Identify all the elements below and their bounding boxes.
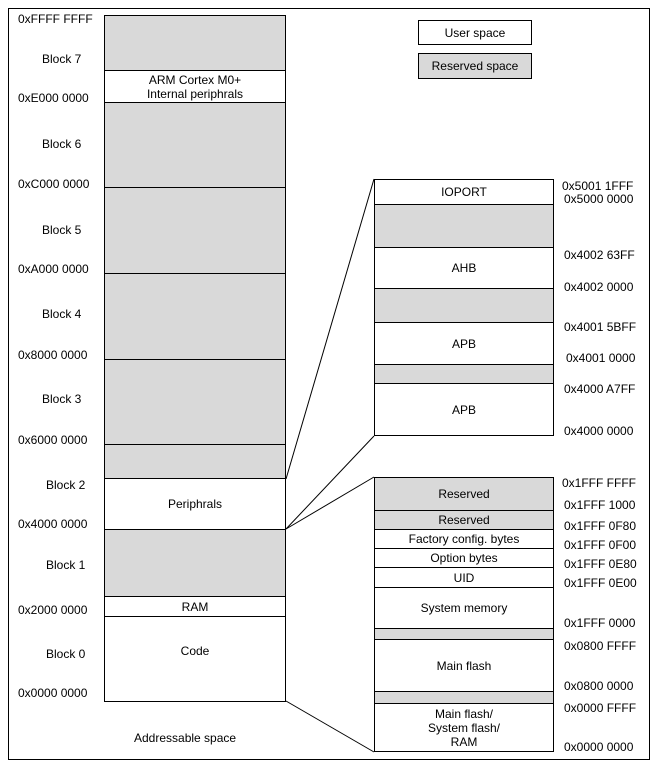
legend-user-space: User space [418, 20, 532, 45]
block-label: Block 0 [46, 647, 86, 661]
alias-line2: System flash/ [427, 720, 501, 735]
memory-address: 0x1FFF 0F80 [564, 519, 637, 533]
code-label: Code [180, 644, 210, 658]
block-label: Block 6 [42, 137, 82, 151]
main-address: 0x4000 0000 [18, 517, 88, 531]
main-address: 0xE000 0000 [18, 91, 89, 105]
peripheral-address: 0x4000 A7FF [564, 382, 636, 396]
memory-address: 0x1FFF 0000 [564, 616, 636, 630]
block-label: Block 7 [42, 52, 82, 66]
reserved-label: Reserved [438, 513, 490, 527]
option-bytes-label: Option bytes [430, 551, 498, 565]
peripheral-address: 0x4001 0000 [566, 351, 636, 365]
arm-line2: Internal periphrals [146, 86, 244, 101]
block-label: Block 5 [42, 223, 82, 237]
peripheral-address: 0x5001 1FFF [562, 179, 634, 193]
region-reserved: Reserved [374, 510, 554, 530]
block-label: Block 1 [46, 558, 86, 572]
connector-line [285, 476, 375, 530]
region-block2-reserved [104, 444, 286, 479]
main-address: 0x0000 0000 [18, 686, 88, 700]
region-ioport: IOPORT [374, 179, 554, 205]
uid-label: UID [453, 570, 475, 585]
main-address: 0x2000 0000 [18, 603, 88, 617]
alias-line3: RAM [450, 734, 478, 749]
region-peripheral-reserved [374, 204, 554, 248]
apb-label: APB [451, 336, 476, 351]
diagram-frame [8, 8, 650, 760]
memory-address: 0x0000 FFFF [564, 701, 637, 715]
memory-address: 0x0800 FFFF [564, 639, 637, 653]
main-address: 0xFFFF FFFF [18, 12, 93, 26]
region-main-flash-system-flash-ram: Main flash/ System flash/ RAM [374, 703, 554, 752]
main-address: 0xC000 0000 [18, 177, 90, 191]
region-block1-reserved [104, 529, 286, 597]
region-peripheral-reserved [374, 288, 554, 323]
peripheral-address: 0x4002 63FF [564, 248, 635, 262]
ram-label: RAM [181, 599, 209, 614]
region-block7-reserved [104, 15, 286, 71]
region-peripherals: Periphrals [104, 478, 286, 530]
main-flash-label: Main flash [436, 658, 492, 673]
factory-config-label: Factory config. bytes [408, 532, 520, 546]
connector-line [285, 700, 375, 753]
block-label: Block 4 [42, 307, 82, 321]
connector-line [285, 178, 375, 480]
connector-line [285, 435, 375, 530]
peripheral-address: 0x5000 0000 [564, 192, 634, 206]
main-address: 0x6000 0000 [18, 433, 88, 447]
region-block6 [104, 102, 286, 188]
arm-line1: ARM Cortex M0+ [148, 72, 242, 87]
memory-address: 0x1FFF 1000 [564, 498, 636, 512]
peripheral-address: 0x4002 0000 [564, 280, 634, 294]
memory-address: 0x0800 0000 [564, 679, 634, 693]
region-code: Code [104, 616, 286, 702]
addressable-space-caption: Addressable space [134, 731, 237, 745]
apb-label: APB [451, 402, 476, 417]
legend-reserved-space: Reserved space [418, 53, 532, 79]
region-apb: APB [374, 383, 554, 436]
memory-address: 0x1FFF FFFF [562, 476, 636, 490]
ioport-label: IOPORT [441, 185, 487, 199]
block-label: Block 2 [46, 478, 86, 492]
memory-address: 0x0000 0000 [564, 740, 634, 754]
region-option-bytes: Option bytes [374, 548, 554, 568]
block-label: Block 3 [42, 392, 82, 406]
region-main-flash: Main flash [374, 639, 554, 692]
alias-line1: Main flash/ [434, 706, 494, 721]
reserved-label: Reserved [438, 487, 490, 501]
peripherals-label: Periphrals [167, 497, 223, 511]
memory-address: 0x1FFF 0E80 [564, 557, 637, 571]
ahb-label: AHB [451, 261, 477, 275]
region-block3 [104, 359, 286, 445]
legend-user-space-label: User space [444, 25, 506, 40]
peripheral-address: 0x4001 5BFF [564, 320, 637, 334]
main-address: 0xA000 0000 [18, 262, 89, 276]
memory-address: 0x1FFF 0E00 [564, 576, 637, 590]
legend-reserved-space-label: Reserved space [431, 59, 519, 73]
memory-address: 0x1FFF 0F00 [564, 538, 637, 552]
peripheral-address: 0x4000 0000 [564, 424, 634, 438]
main-address: 0x8000 0000 [18, 348, 88, 362]
system-memory-label: System memory [420, 601, 508, 615]
region-reserved: Reserved [374, 477, 554, 511]
